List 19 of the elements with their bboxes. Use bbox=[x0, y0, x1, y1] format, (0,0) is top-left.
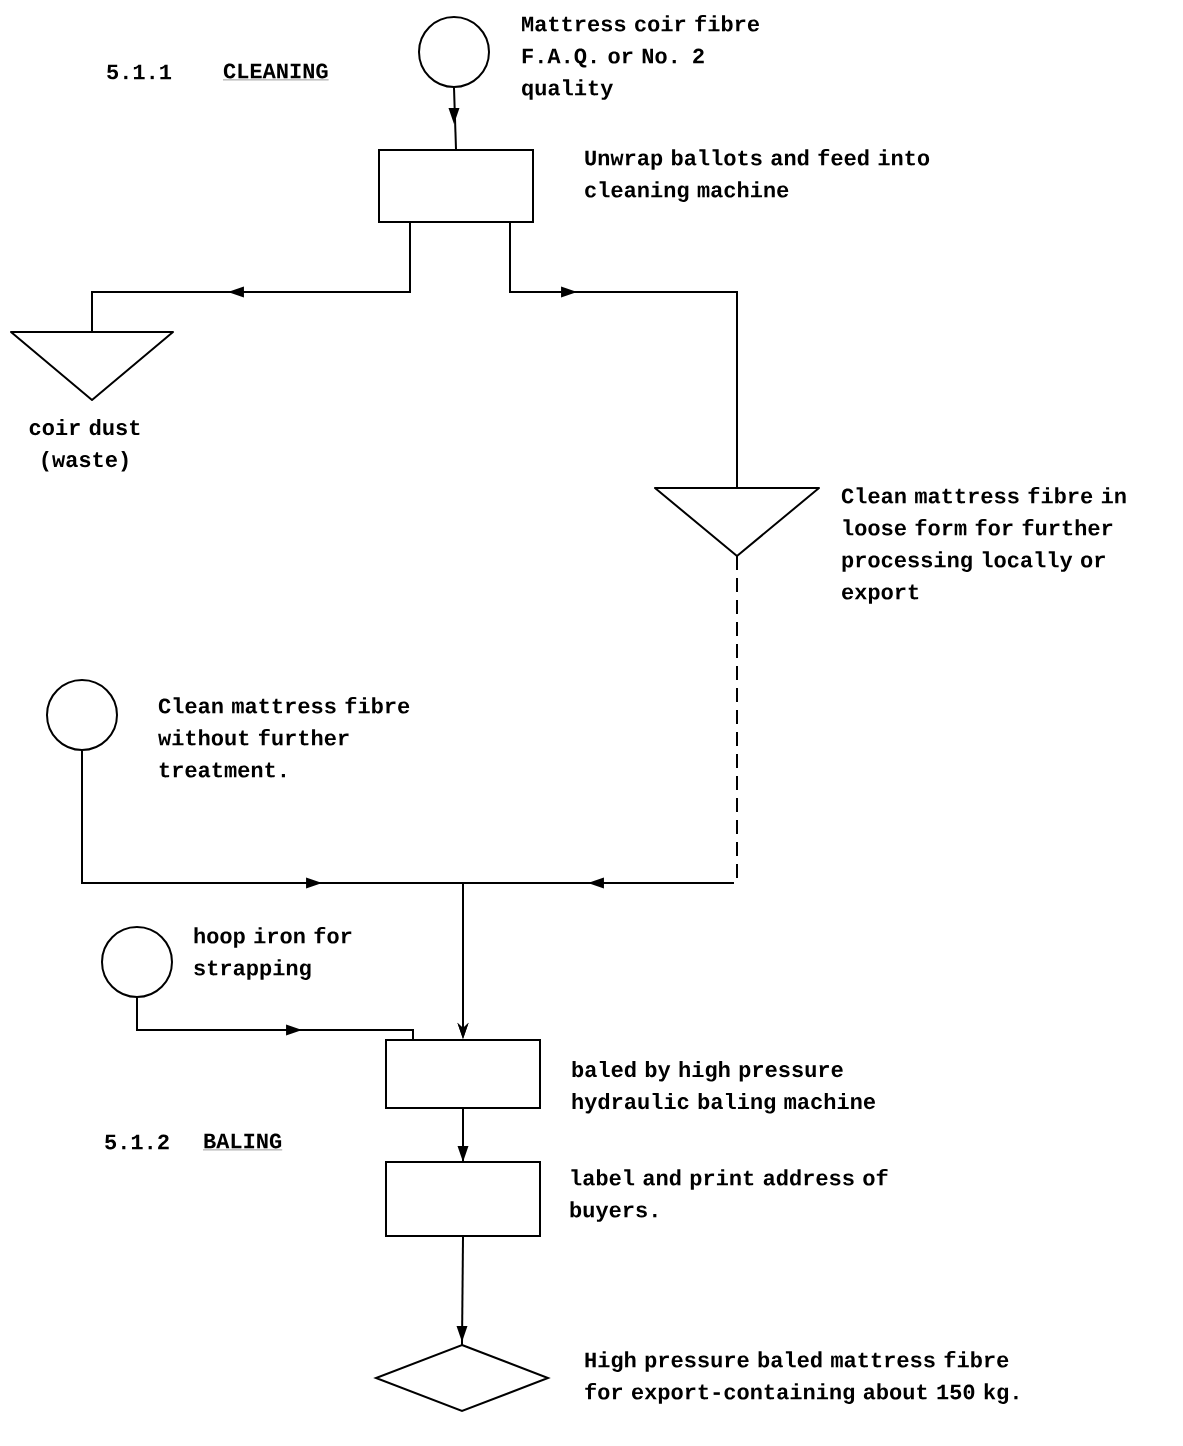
arrow bbox=[456, 1236, 468, 1346]
caption-text: coir dust (waste) bbox=[29, 419, 140, 472]
arrow bbox=[448, 87, 460, 150]
section-heading: CLEANING bbox=[222, 63, 329, 81]
caption-text: Clean mattress fibre without further treatment. bbox=[158, 697, 410, 778]
arrow bbox=[91, 222, 411, 333]
arrow bbox=[136, 997, 414, 1040]
section-heading: 5.1.1 bbox=[107, 64, 172, 80]
caption-text: Clean mattress fibre in loose form for further processing locally or export bbox=[841, 487, 1126, 604]
caption-text: Unwrap ballots and feed into cleaning machine bbox=[585, 149, 930, 202]
section-heading: 5.1.2 bbox=[105, 1134, 169, 1150]
section-heading: BALING bbox=[202, 1133, 283, 1151]
caption-text: High pressure baled mattress fibre for export-containing about 150 kg. bbox=[585, 1351, 1018, 1404]
caption-text: Mattress coir fibre F.A.Q. or No. 2 quality bbox=[522, 15, 759, 100]
caption-text: baled by high pressure hydraulic baling machine bbox=[572, 1061, 875, 1114]
arrow bbox=[457, 1108, 469, 1163]
caption-text: label and print address of buyers. bbox=[570, 1169, 888, 1222]
arrow bbox=[509, 222, 738, 489]
caption-text: hoop iron for strapping bbox=[194, 927, 352, 980]
